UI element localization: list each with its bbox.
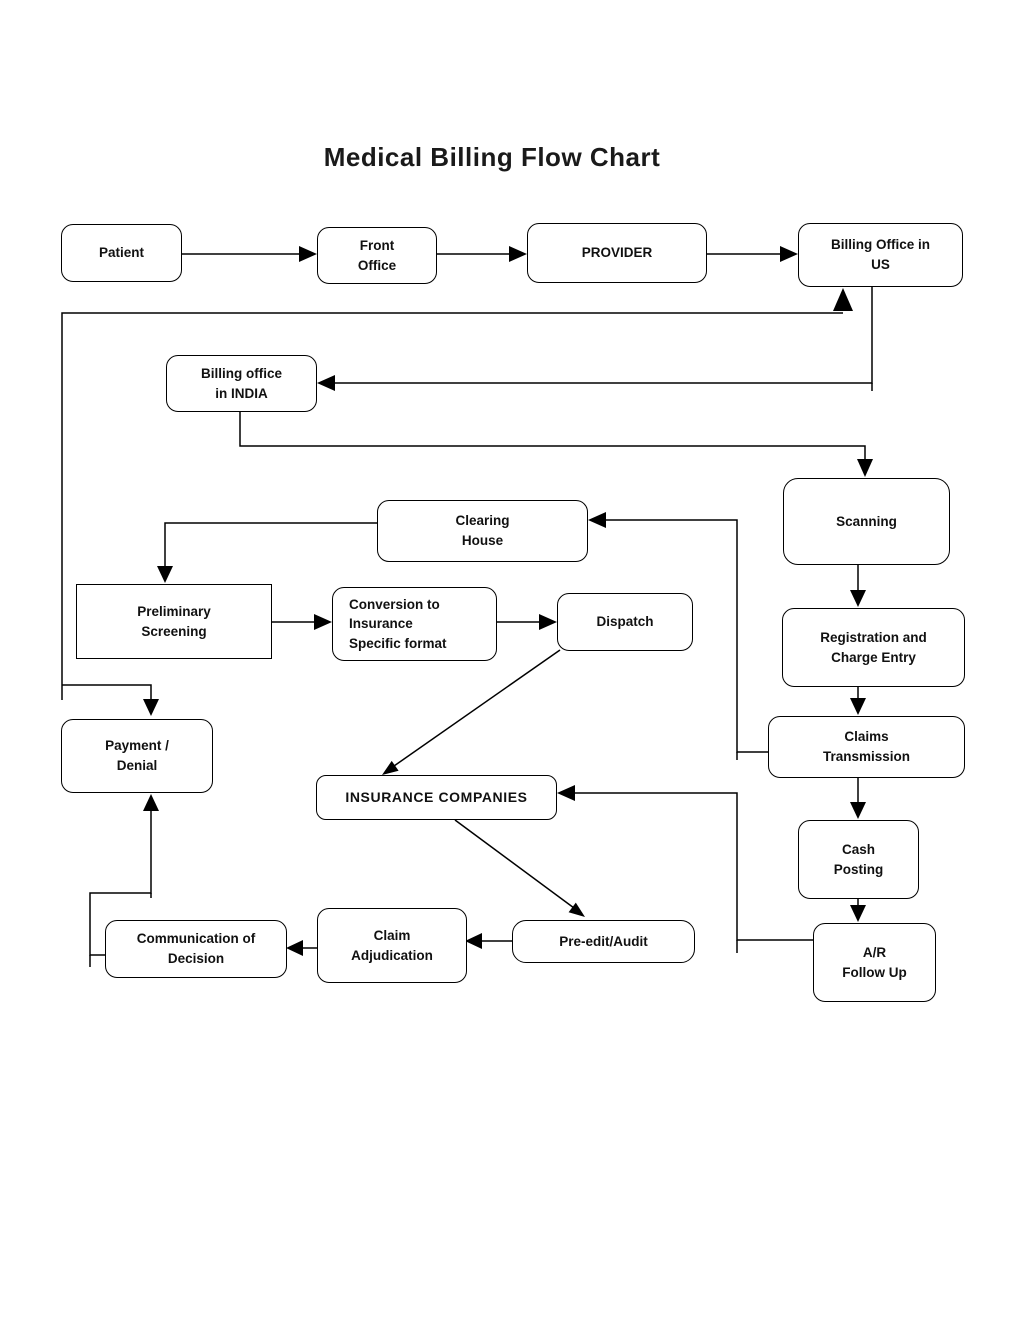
node-insurance-companies: INSURANCE COMPANIES: [316, 775, 557, 820]
edge-clearing-preliminary: [164, 522, 377, 569]
arrowhead: [780, 246, 798, 262]
edge-dispatch-insurance: [393, 649, 561, 767]
edge-ar-insurance: [573, 792, 813, 941]
arrowhead: [568, 902, 585, 917]
arrowhead: [382, 760, 399, 775]
node-dispatch: Dispatch: [557, 593, 693, 651]
node-preliminary-screening: Preliminary Screening: [76, 584, 272, 659]
node-billing-office-us: Billing Office in US: [798, 223, 963, 287]
arrowhead: [157, 566, 173, 583]
edge-billing-us-india: [334, 287, 873, 384]
node-scanning: Scanning: [783, 478, 950, 565]
arrowhead: [539, 614, 557, 630]
node-payment-denial: Payment / Denial: [61, 719, 213, 793]
arrowhead: [850, 590, 866, 607]
edge-payment-billing-us: [61, 312, 843, 700]
node-front-office: Front Office: [317, 227, 437, 284]
edge-communication-payment: [89, 809, 152, 956]
arrowhead: [588, 512, 606, 528]
arrowhead: [833, 288, 853, 311]
arrowhead: [857, 459, 873, 477]
node-communication-of-decision: Communication of Decision: [105, 920, 287, 978]
arrowhead: [509, 246, 527, 262]
node-claims-transmission: Claims Transmission: [768, 716, 965, 778]
arrowhead: [465, 933, 482, 949]
arrowhead: [143, 794, 159, 811]
edge-insurance-preedit: [454, 819, 575, 909]
arrowhead: [314, 614, 332, 630]
node-registration-charge-entry: Registration and Charge Entry: [782, 608, 965, 687]
edge-payment-billing-us-branch: [62, 684, 152, 702]
arrowhead: [286, 940, 303, 956]
arrowhead: [557, 785, 575, 801]
node-clearing-house: Clearing House: [377, 500, 588, 562]
edge-india-scanning: [239, 412, 866, 462]
node-billing-office-india: Billing office in INDIA: [166, 355, 317, 412]
node-cash-posting: Cash Posting: [798, 820, 919, 899]
node-provider: PROVIDER: [527, 223, 707, 283]
arrowhead: [317, 375, 335, 391]
arrowhead: [850, 698, 866, 715]
arrowhead: [850, 802, 866, 819]
node-conversion-insurance-format: Conversion to Insurance Specific format: [332, 587, 497, 661]
arrowhead: [299, 246, 317, 262]
node-ar-follow-up: A/R Follow Up: [813, 923, 936, 1002]
diagram-title: Medical Billing Flow Chart: [323, 142, 661, 172]
node-pre-edit-audit: Pre-edit/Audit: [512, 920, 695, 963]
arrowhead: [143, 699, 159, 716]
node-claim-adjudication: Claim Adjudication: [317, 908, 467, 983]
node-patient: Patient: [61, 224, 182, 282]
arrowhead: [850, 905, 866, 922]
edge-claims-clearing: [604, 519, 768, 753]
